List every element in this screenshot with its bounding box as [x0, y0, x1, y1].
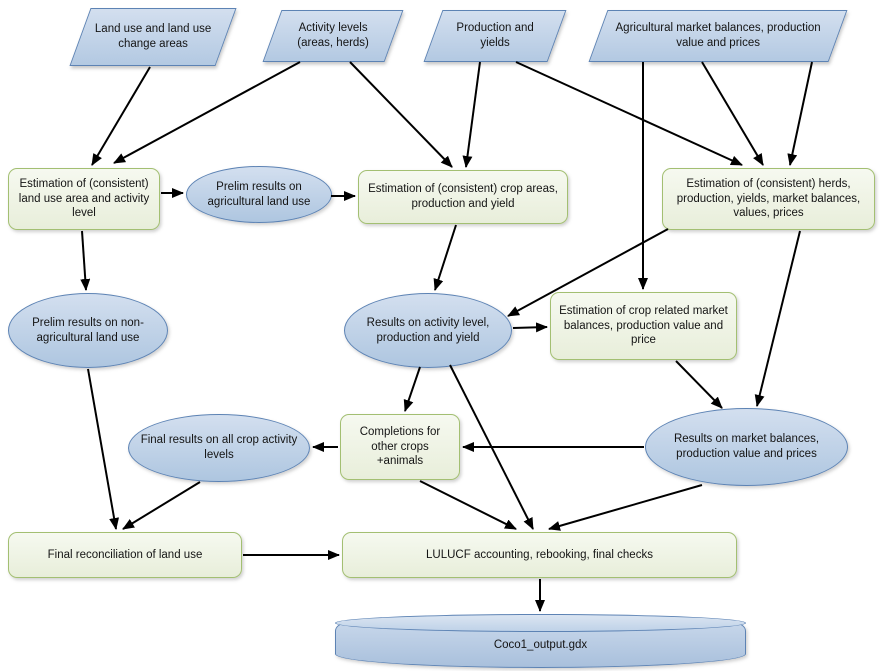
arrow-activity_levels_input-to-est_crop	[349, 61, 453, 168]
arrow-results_activity-to-lulucf	[449, 364, 534, 530]
node-label: Estimation of (consistent) land use area…	[18, 177, 150, 220]
node-final-crop-results: Final results on all crop activity level…	[128, 414, 310, 482]
node-label: Estimation of (consistent) herds, produc…	[676, 177, 861, 220]
node-label: Estimation of (consistent) crop areas, p…	[368, 183, 558, 210]
arrow-results_market-to-lulucf	[548, 484, 703, 531]
node-final-reconciliation: Final reconciliation of land use	[8, 532, 242, 578]
arrow-results_activity-to-est_crop_market	[512, 322, 548, 333]
node-est-herds: Estimation of (consistent) herds, produc…	[662, 168, 875, 230]
arrow-production_yields_input-to-est_herds	[515, 61, 743, 166]
arrow-completions-to-lulucf	[419, 480, 517, 530]
node-label: Prelim results on agricultural land use	[207, 180, 311, 208]
node-results-market: Results on market balances, production v…	[645, 408, 848, 486]
node-label: Agricultural market balances, production…	[615, 22, 821, 49]
node-label: Completions for other crops +animals	[359, 425, 441, 468]
node-activity-levels-input: Activity levels (areas, herds)	[262, 10, 404, 62]
cylinder-top-icon	[335, 614, 746, 632]
arrow-est_crop_market-to-results_market	[675, 360, 723, 409]
node-est-crop-market: Estimation of crop related market balanc…	[550, 292, 737, 360]
arrow-activity_levels_input-to-est_land_use	[113, 61, 301, 164]
node-label: Activity levels (areas, herds)	[297, 22, 369, 49]
node-label: Results on activity level, production an…	[366, 316, 490, 344]
node-label: Final results on all crop activity level…	[140, 434, 298, 461]
node-label: Coco1_output.gdx	[493, 639, 588, 652]
arrow-est_land_use-to-prelim_nonag_land_use	[80, 230, 91, 291]
arrow-land_use_input-to-est_land_use	[91, 66, 151, 166]
node-ag-market-input: Agricultural market balances, production…	[588, 10, 848, 62]
node-prelim-nonag-land-use: Prelim results on non-agricultural land …	[8, 293, 168, 368]
node-results-activity: Results on activity level, production an…	[344, 293, 512, 368]
node-lulucf: LULUCF accounting, rebooking, final chec…	[342, 532, 737, 578]
node-label: Final reconciliation of land use	[47, 548, 203, 561]
node-output-database: Coco1_output.gdx	[335, 614, 746, 668]
arrow-prelim_nonag_land_use-to-final_reconciliation	[87, 368, 120, 530]
node-label: Results on market balances, production v…	[673, 433, 820, 460]
node-label: Land use and land use change areas	[94, 23, 212, 50]
arrow-production_yields_input-to-est_crop	[462, 61, 481, 168]
node-prelim-ag-land-use: Prelim results on agricultural land use	[186, 166, 332, 223]
node-label: Estimation of crop related market balanc…	[559, 304, 728, 347]
node-land-use-input: Land use and land use change areas	[69, 8, 237, 66]
node-label: LULUCF accounting, rebooking, final chec…	[426, 548, 653, 561]
node-completions: Completions for other crops +animals	[340, 414, 460, 480]
arrow-ag_market_input-to-est_herds	[787, 61, 813, 166]
arrow-est_crop-to-results_activity	[433, 224, 457, 291]
arrow-results_activity-to-completions	[403, 366, 421, 412]
node-est-land-use: Estimation of (consistent) land use area…	[8, 168, 160, 230]
node-production-yields-input: Production and yields	[423, 10, 567, 62]
arrow-est_herds-to-results_market	[754, 230, 801, 407]
arrow-final_crop_results-to-final_reconciliation	[122, 481, 201, 530]
node-label: Production and yields	[456, 22, 534, 49]
node-est-crop: Estimation of (consistent) crop areas, p…	[358, 170, 568, 224]
arrow-ag_market_input-to-est_herds	[701, 61, 764, 166]
node-label: Prelim results on non-agricultural land …	[32, 316, 144, 344]
